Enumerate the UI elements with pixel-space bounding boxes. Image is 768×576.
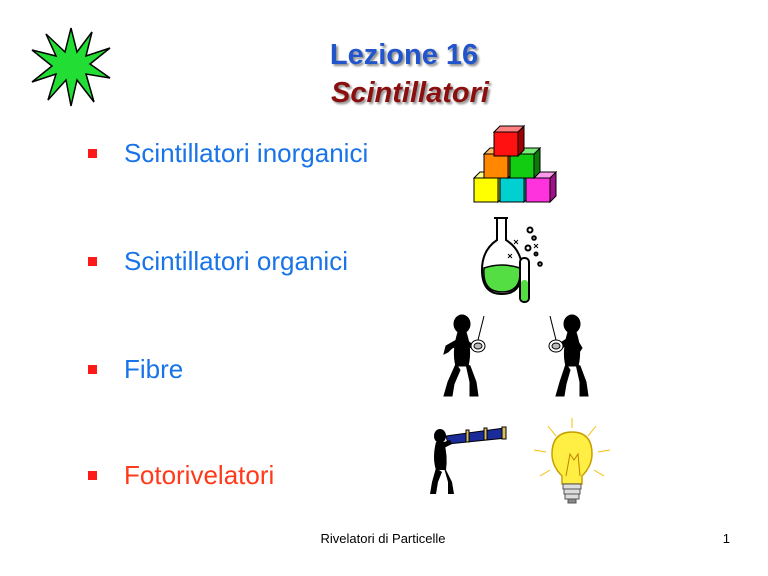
- starburst-icon: [31, 27, 111, 107]
- bullet-marker: [88, 365, 97, 374]
- bullet-text: Scintillatori organici: [124, 246, 348, 276]
- bullet-text: Fotorivelatori: [124, 460, 275, 490]
- slide-subtitle: Scintillatori: [331, 77, 489, 109]
- bullet-text: Scintillatori inorganici: [124, 138, 369, 168]
- bullet-text: Fibre: [124, 354, 184, 384]
- page-number: 1: [722, 531, 730, 546]
- bullet-marker: [88, 149, 97, 158]
- slide-footer: Rivelatori di Particelle: [320, 531, 446, 546]
- stacked-cubes-icon: [472, 124, 558, 204]
- chemistry-flask-icon: [480, 217, 543, 303]
- figure-with-telescope-icon: [430, 426, 507, 494]
- two-figures-with-cans-icon: [443, 314, 589, 397]
- bullet-marker: [88, 471, 97, 480]
- light-bulb-icon: [533, 418, 611, 504]
- bullet-marker: [88, 257, 97, 266]
- slide-title: Lezione 16: [329, 39, 479, 71]
